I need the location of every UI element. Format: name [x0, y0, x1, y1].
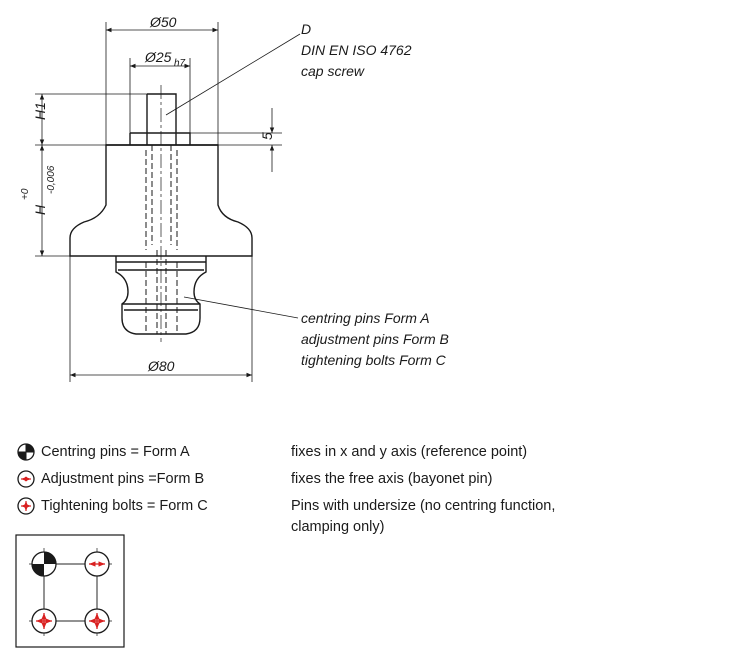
arrangement-example — [15, 534, 125, 648]
arrangement-tightening-bolt-icon — [31, 608, 57, 634]
legend-label-form-c: Tightening bolts = Form C — [41, 498, 208, 514]
legend-desc-form-c: Pins with undersize (no centring functio… — [291, 498, 556, 535]
dim-d25: Ø25 — [144, 49, 172, 65]
pins-leader — [183, 296, 299, 319]
screw-callout-3: cap screw — [301, 63, 365, 79]
upper-collar — [129, 132, 191, 145]
arrangement-adjustment-pin-icon — [84, 551, 110, 577]
hidden-lines — [145, 145, 178, 334]
centring-pin-icon — [17, 443, 35, 461]
pins-callout-2: adjustment pins Form B — [301, 331, 449, 347]
dim-five: 5 — [259, 132, 275, 140]
pins-callout-3: tightening bolts Form C — [301, 352, 447, 368]
dim-d50: Ø50 — [149, 14, 177, 30]
dim-d80: Ø80 — [147, 358, 175, 374]
screw-callout-1: D — [301, 21, 311, 37]
legend-desc-form-a: fixes in x and y axis (reference point) — [291, 444, 528, 460]
pins-callout-1: centring pins Form A — [301, 310, 430, 326]
adjustment-pin-icon — [17, 470, 35, 488]
dim-d25-tolerance: h7 — [174, 58, 186, 69]
screw-callout-2: DIN EN ISO 4762 — [301, 42, 412, 58]
arrangement-centring-pin-icon — [31, 551, 57, 577]
legend-label-form-b: Adjustment pins =Form B — [41, 471, 205, 487]
tightening-bolt-icon — [17, 497, 35, 515]
dim-h-upper-tol: +0 — [20, 188, 31, 200]
dim-h: H — [32, 204, 48, 215]
arrangement-tightening-bolt-icon — [84, 608, 110, 634]
dimension-lines — [35, 22, 301, 382]
screw-leader — [165, 33, 301, 116]
screw-head — [146, 93, 177, 145]
legend-label-form-a: Centring pins = Form A — [41, 444, 190, 460]
legend-desc-form-b: fixes the free axis (bayonet pin) — [291, 471, 493, 487]
dim-h1: H1 — [32, 102, 48, 120]
dim-h-lower-tol: -0,006 — [46, 165, 57, 194]
